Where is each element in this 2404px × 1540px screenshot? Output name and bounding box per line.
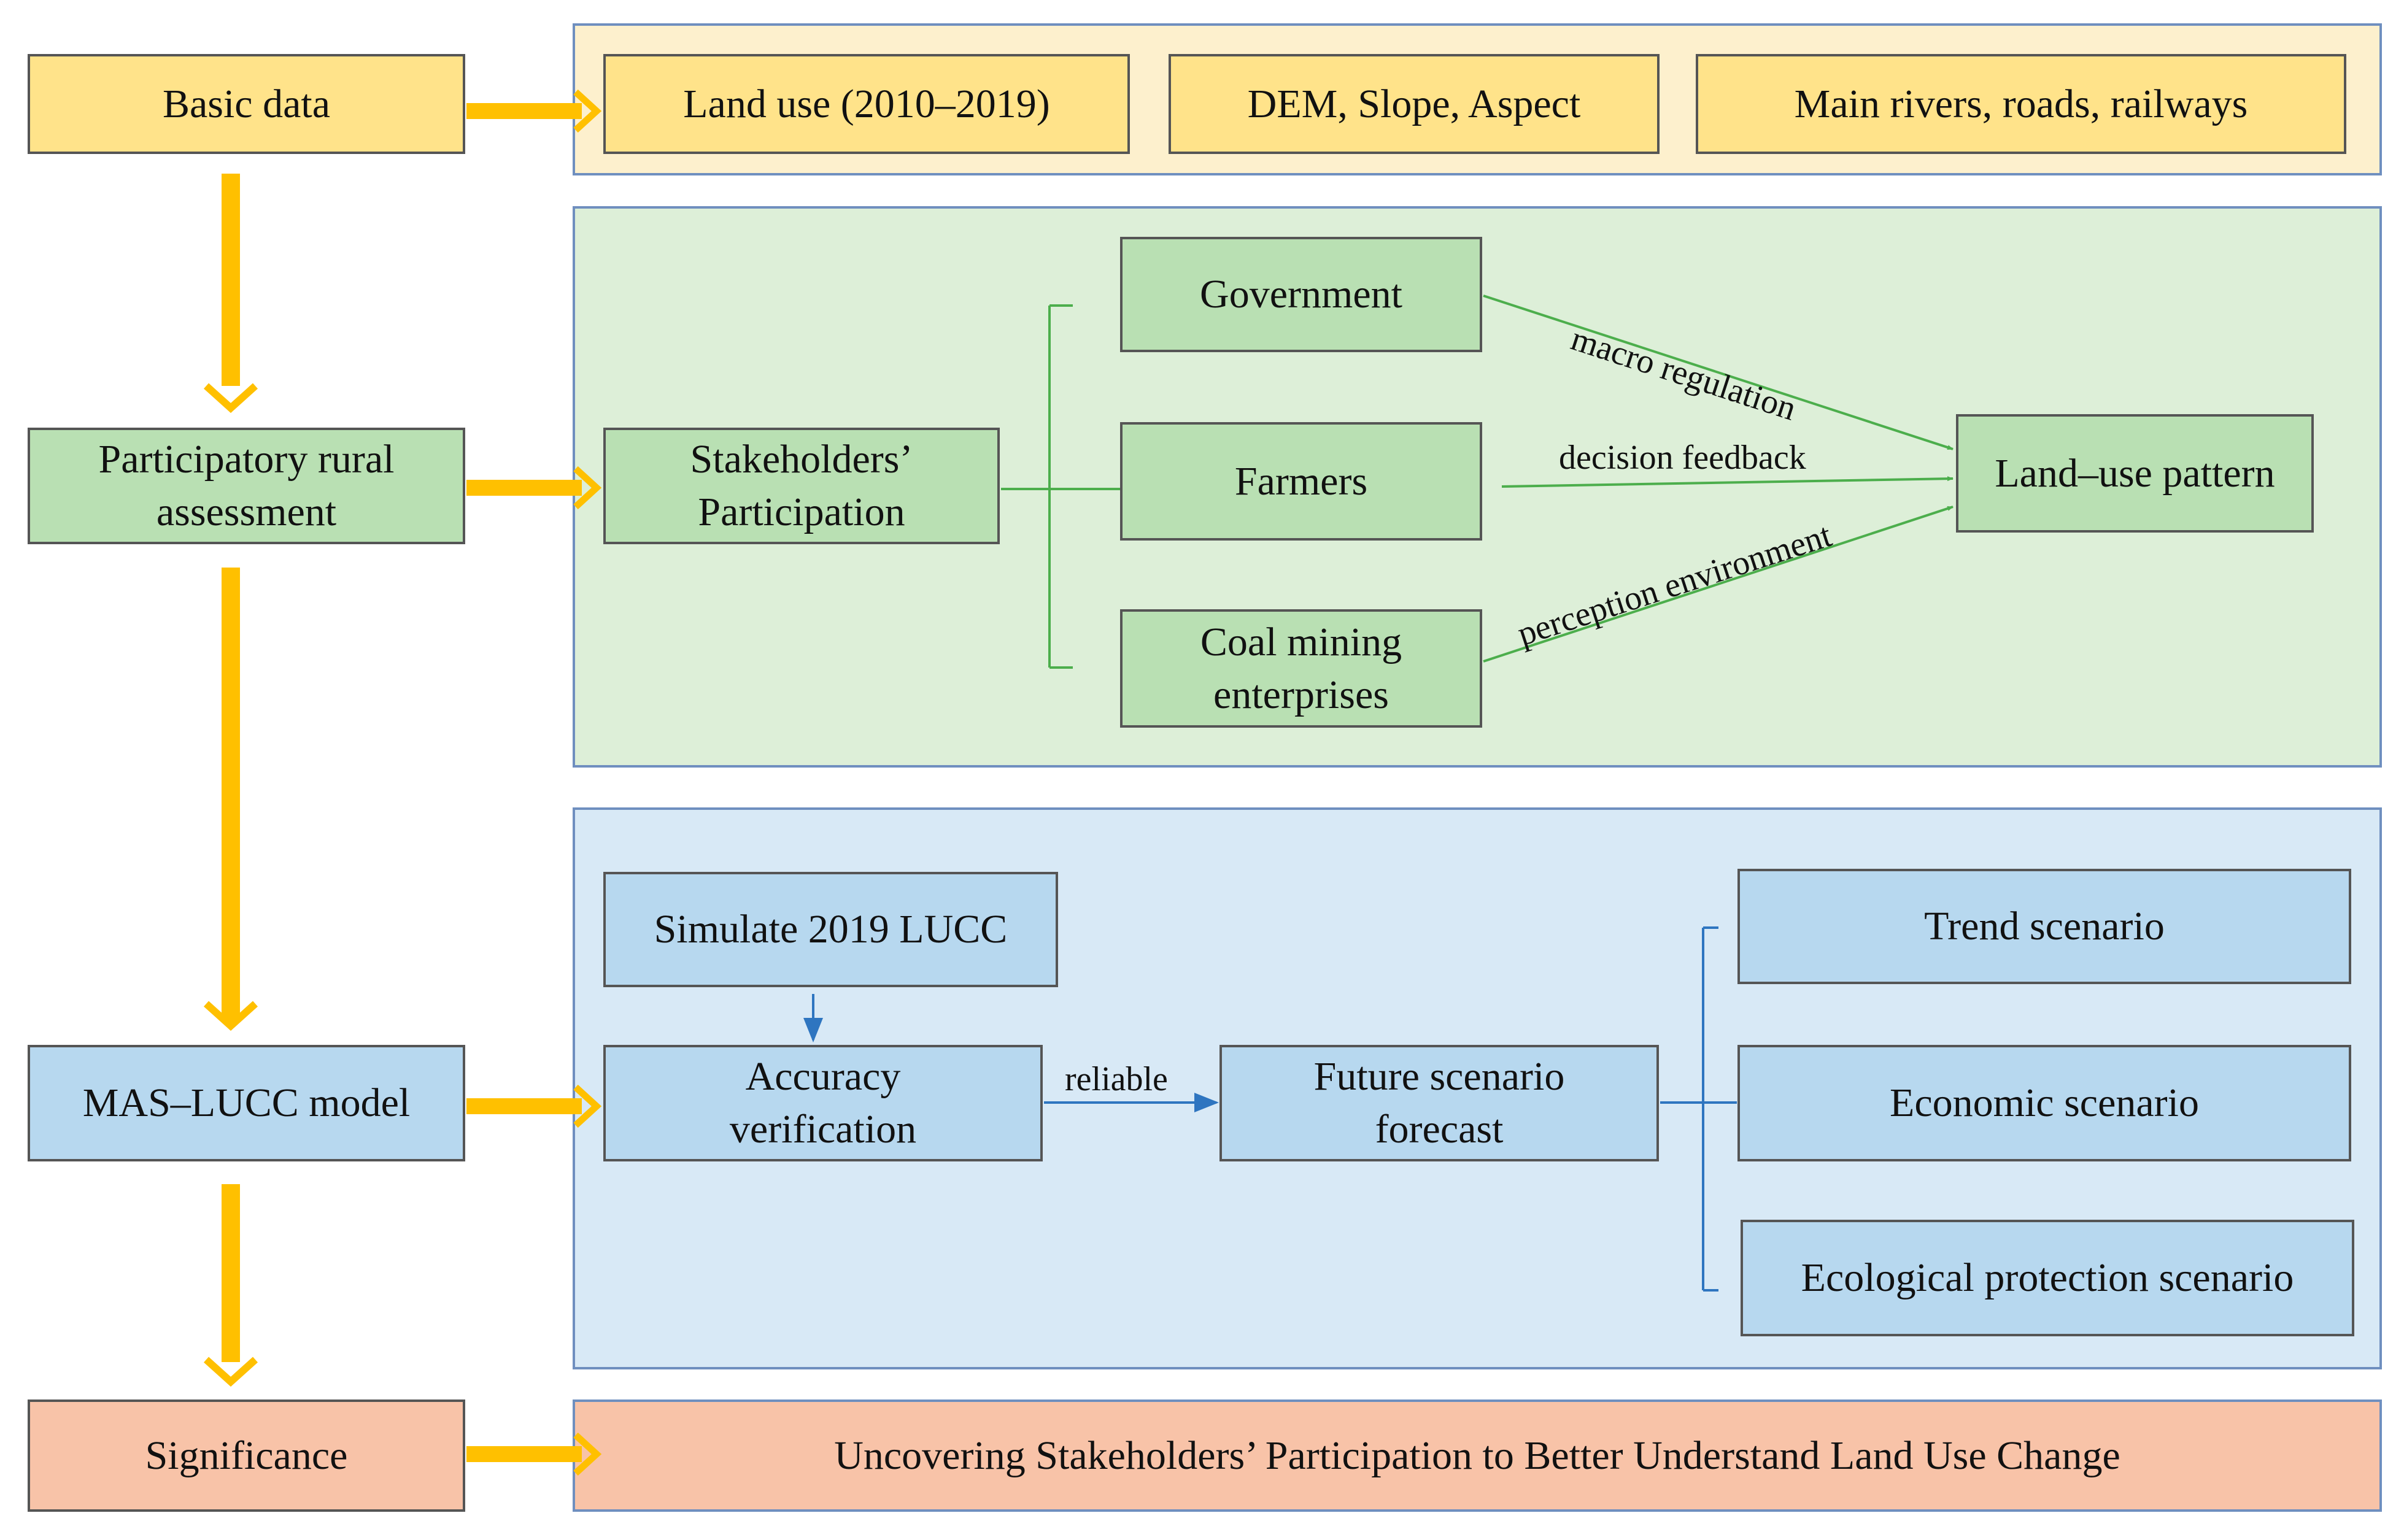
basic-data-box: Basic data bbox=[28, 54, 465, 154]
ecological-protection-scenario-box: Ecological protection scenario bbox=[1741, 1220, 2354, 1336]
land-use-pattern-label: Land–use pattern bbox=[1995, 450, 2275, 496]
mas-lucc-label: MAS–LUCC model bbox=[82, 1080, 411, 1126]
government-box: Government bbox=[1120, 237, 1482, 352]
down-arrow-participatory-to-model bbox=[203, 568, 258, 1031]
decision-feedback-label: decision feedback bbox=[1559, 438, 1806, 477]
farmers-label: Farmers bbox=[1234, 458, 1368, 504]
significance-statement-box: Uncovering Stakeholders’ Participation t… bbox=[573, 1399, 2382, 1512]
trend-scenario-box: Trend scenario bbox=[1737, 869, 2351, 984]
coal-label-line2: enterprises bbox=[1213, 672, 1389, 717]
accuracy-label-line1: Accuracy bbox=[745, 1054, 901, 1099]
dem-slope-aspect-box: DEM, Slope, Aspect bbox=[1169, 54, 1660, 154]
coal-mining-enterprises-box: Coal mining enterprises bbox=[1120, 609, 1482, 728]
future-scenario-forecast-box: Future scenario forecast bbox=[1219, 1045, 1659, 1161]
rivers-roads-railways-box: Main rivers, roads, railways bbox=[1696, 54, 2346, 154]
dem-label: DEM, Slope, Aspect bbox=[1247, 81, 1581, 126]
reliable-text: reliable bbox=[1065, 1060, 1168, 1098]
basic-data-label: Basic data bbox=[162, 81, 331, 126]
participatory-rural-assessment-box: Participatory rural assessment bbox=[28, 428, 465, 544]
economic-scenario-box: Economic scenario bbox=[1737, 1045, 2351, 1161]
participatory-label-line1: Participatory rural bbox=[98, 437, 395, 482]
down-arrow-model-to-significance bbox=[203, 1184, 258, 1387]
land-use-label: Land use (2010–2019) bbox=[683, 81, 1050, 126]
farmers-box: Farmers bbox=[1120, 422, 1482, 541]
stakeholders-participation-box: Stakeholders’ Participation bbox=[603, 428, 1000, 544]
significance-label: Significance bbox=[145, 1433, 348, 1478]
rivers-label: Main rivers, roads, railways bbox=[1794, 81, 2248, 126]
ecological-label: Ecological protection scenario bbox=[1801, 1255, 2294, 1301]
significance-box: Significance bbox=[28, 1399, 465, 1512]
economic-label: Economic scenario bbox=[1890, 1080, 2199, 1126]
coal-label-line1: Coal mining bbox=[1200, 619, 1402, 664]
stakeholders-label-line1: Stakeholders’ bbox=[690, 437, 913, 482]
participatory-label-line2: assessment bbox=[156, 490, 337, 534]
accuracy-verification-box: Accuracy verification bbox=[603, 1045, 1043, 1161]
government-label: Government bbox=[1200, 272, 1402, 317]
land-use-pattern-box: Land–use pattern bbox=[1956, 414, 2314, 533]
trend-label: Trend scenario bbox=[1924, 904, 2165, 949]
simulate-2019-lucc-box: Simulate 2019 LUCC bbox=[603, 872, 1058, 987]
future-label-line1: Future scenario bbox=[1313, 1054, 1565, 1099]
down-arrow-basic-to-participatory bbox=[203, 174, 258, 414]
mas-lucc-model-box: MAS–LUCC model bbox=[28, 1045, 465, 1161]
stakeholders-label-line2: Participation bbox=[698, 490, 905, 534]
future-label-line2: forecast bbox=[1375, 1107, 1504, 1152]
simulate-label: Simulate 2019 LUCC bbox=[654, 907, 1008, 952]
decision-feedback-text: decision feedback bbox=[1559, 439, 1806, 477]
reliable-label: reliable bbox=[1065, 1060, 1168, 1099]
land-use-box: Land use (2010–2019) bbox=[603, 54, 1130, 154]
accuracy-label-line2: verification bbox=[729, 1107, 917, 1152]
significance-statement-label: Uncovering Stakeholders’ Participation t… bbox=[834, 1433, 2120, 1478]
